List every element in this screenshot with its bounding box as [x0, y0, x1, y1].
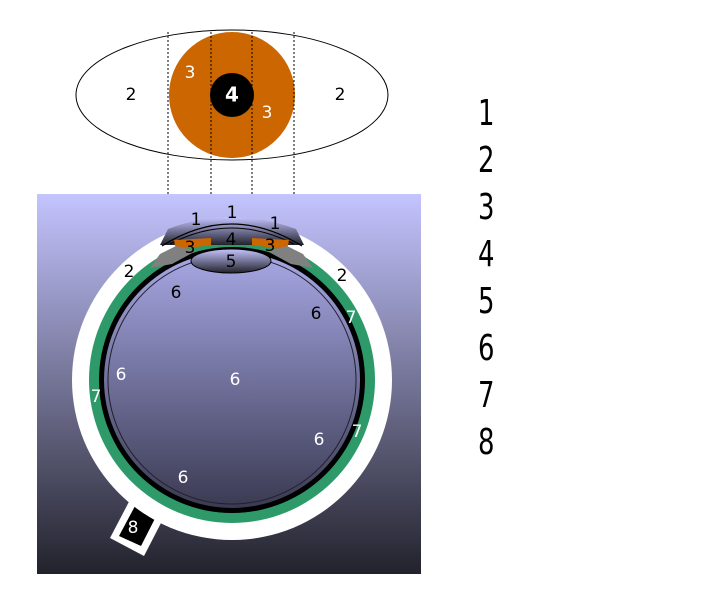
choroid-lower-right-label: 7 — [352, 422, 363, 442]
legend-item: 4 — [478, 234, 495, 275]
vitreous-center-label: 6 — [230, 370, 241, 390]
cornea-right-label: 1 — [270, 214, 281, 234]
legend-item: 6 — [478, 328, 495, 369]
optic-nerve-label: 8 — [128, 518, 139, 538]
vitreous-bottom-label: 6 — [178, 468, 189, 488]
choroid-left-label: 7 — [91, 387, 102, 407]
section-iris-left — [174, 238, 211, 250]
front-sclera-right-label: 2 — [335, 85, 346, 105]
cornea-left-label: 1 — [191, 210, 202, 230]
legend: 1 2 3 4 5 6 7 8 — [478, 90, 501, 466]
section-iris-right — [252, 238, 289, 250]
eyeball — [72, 220, 392, 540]
front-pupil-label: 4 — [225, 83, 239, 107]
legend-item: 5 — [478, 281, 495, 322]
choroid-upper-right-label: 7 — [346, 308, 357, 328]
lens — [190, 248, 272, 274]
ciliary-body-right — [267, 246, 313, 268]
anterior-chamber-label: 4 — [226, 230, 237, 250]
legend-item: 8 — [478, 422, 495, 463]
legend-item: 2 — [478, 140, 495, 181]
front-sclera-left-label: 2 — [126, 85, 137, 105]
front-view: 2 2 3 3 4 — [75, 29, 389, 161]
lens-label: 5 — [226, 252, 237, 272]
iris-right-label: 3 — [265, 236, 276, 256]
iris-left-label: 3 — [185, 238, 196, 258]
legend-item: 7 — [478, 375, 495, 416]
legend-item: 3 — [478, 187, 495, 228]
sclera-left-label: 2 — [124, 262, 135, 282]
vitreous-upper-left-label: 6 — [171, 283, 182, 303]
cornea-center-label: 1 — [227, 203, 238, 223]
vitreous-lower-right-label: 6 — [314, 430, 325, 450]
ciliary-body-left — [150, 246, 196, 268]
section-view: 1 1 1 4 3 3 5 2 2 6 6 6 6 6 6 7 7 7 8 — [37, 194, 421, 574]
front-opening — [160, 217, 304, 245]
cornea-inner — [169, 227, 295, 245]
front-pupil — [210, 73, 254, 117]
vitreous-body — [104, 252, 360, 508]
cornea — [161, 223, 303, 247]
vitreous-left-label: 6 — [116, 365, 127, 385]
legend-item: 1 — [478, 93, 495, 134]
front-iris-upper-label: 3 — [185, 63, 196, 83]
vitreous-upper-right-label: 6 — [311, 304, 322, 324]
sclera-right-label: 2 — [337, 266, 348, 286]
front-iris-lower-label: 3 — [262, 103, 273, 123]
